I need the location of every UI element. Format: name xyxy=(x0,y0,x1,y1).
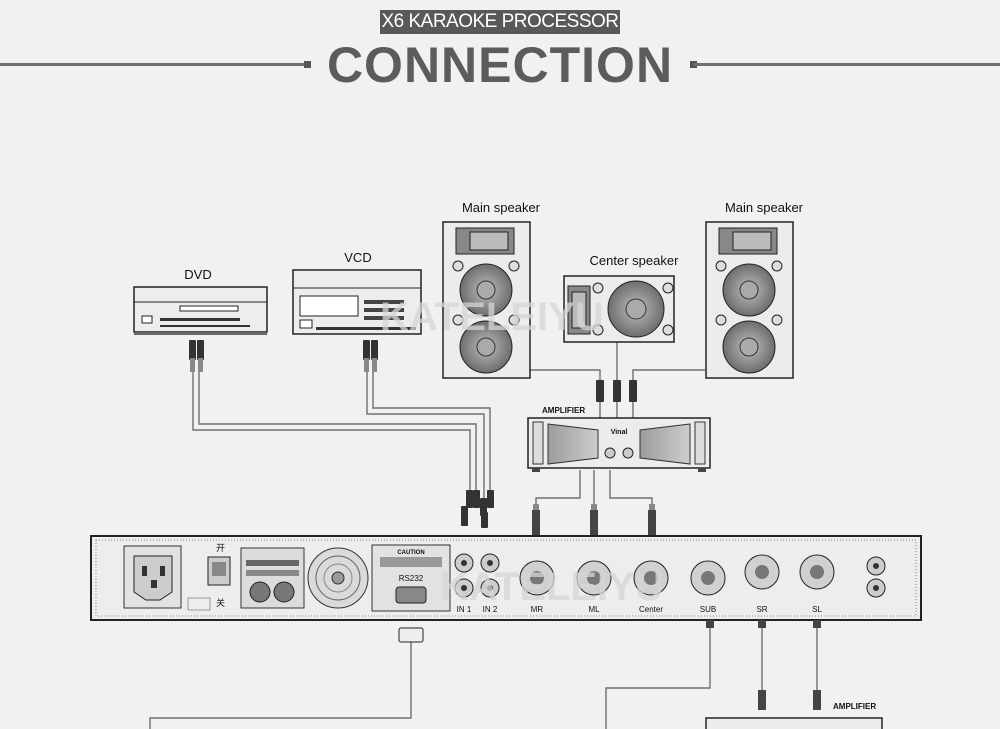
port-in1-label: IN 1 xyxy=(457,605,472,614)
port-mr: MR xyxy=(519,560,555,614)
title-rule-left xyxy=(0,63,306,66)
power-off-label: 关 xyxy=(216,597,225,608)
xlr-plugs-top xyxy=(532,504,656,536)
cable-vcd-1 xyxy=(366,372,485,498)
port-in2-label: IN 2 xyxy=(483,605,498,614)
vcd-player: VCD xyxy=(292,250,422,372)
vcd-label: VCD xyxy=(344,250,371,265)
cable-dvd-1 xyxy=(192,372,471,492)
title-rule-right-end xyxy=(690,61,697,68)
amplifier-bottom: AMPLIFIER xyxy=(705,702,883,729)
power-switch: 开 关 xyxy=(187,543,231,611)
watermark-top: KATELEIYU xyxy=(380,295,604,339)
port-sub: SUB xyxy=(690,560,726,614)
port-mr-label: MR xyxy=(531,605,544,614)
power-on-label: 开 xyxy=(216,543,225,553)
input-rca-plugs xyxy=(461,490,494,528)
port-ml: ML xyxy=(576,560,612,614)
amp-speaker-plugs xyxy=(596,380,637,402)
title-rule-left-end xyxy=(304,61,311,68)
amplifier-top-label: AMPLIFIER xyxy=(542,406,585,415)
vcd-rca-plugs xyxy=(363,340,378,372)
port-sl: SL xyxy=(799,554,835,614)
caution-label: CAUTION xyxy=(397,550,424,556)
port-ml-label: ML xyxy=(588,605,600,614)
rca-inputs: IN 1 IN 2 xyxy=(454,553,500,614)
port-center: Center xyxy=(633,560,669,614)
port-sr: SR xyxy=(744,554,780,614)
cable-left-speaker xyxy=(530,369,601,380)
cable-dvd-2 xyxy=(198,372,477,492)
main-speaker-left-label: Main speaker xyxy=(462,200,541,215)
caution-box: CAUTION RS232 xyxy=(371,544,451,612)
title-rule-right xyxy=(694,63,1000,66)
rs232-label: RS232 xyxy=(399,574,424,583)
port-sr-label: SR xyxy=(756,605,767,614)
amp-brand-label: Vinal xyxy=(611,429,628,436)
cooling-fan xyxy=(307,547,369,609)
dvd-label: DVD xyxy=(184,267,211,282)
rating-label xyxy=(240,547,305,609)
cable-sub xyxy=(605,620,711,729)
cable-center xyxy=(609,470,653,510)
cables xyxy=(149,342,818,729)
port-sub-label: SUB xyxy=(700,605,716,614)
main-speaker-right-label: Main speaker xyxy=(725,200,804,215)
cable-right-speaker xyxy=(632,369,705,380)
center-speaker-label: Center speaker xyxy=(590,253,680,268)
dvd-rca-plugs xyxy=(189,340,204,372)
amplifier-bottom-label: AMPLIFIER xyxy=(833,702,876,711)
rs232-plug xyxy=(398,627,424,643)
page-title: CONNECTION xyxy=(326,37,674,93)
output-plugs-bottom xyxy=(706,620,821,710)
dvd-player: DVD xyxy=(133,267,268,372)
processor-rear-panel: 开 关 CAUTION RS232 xyxy=(90,535,922,621)
port-sl-label: SL xyxy=(812,605,822,614)
main-speaker-right: Main speaker xyxy=(705,200,804,379)
cable-mr xyxy=(535,470,581,510)
power-inlet xyxy=(123,545,182,609)
center-speaker: Center speaker xyxy=(563,253,680,343)
watermark-bottom: KATELEIYU xyxy=(440,565,664,609)
port-aux-rca xyxy=(866,556,886,598)
watermarks: KATELEIYU KATELEIYU xyxy=(380,295,664,609)
main-speaker-left: Main speaker xyxy=(442,200,541,379)
cable-vcd-2 xyxy=(372,372,491,492)
port-center-label: Center xyxy=(639,605,663,614)
cable-rs232 xyxy=(149,642,412,729)
amplifier-top: AMPLIFIER Vinal xyxy=(527,406,711,472)
xlr-outputs: MR ML Center SUB SR SL xyxy=(519,554,886,614)
product-badge: X6 KARAOKE PROCESSOR xyxy=(380,10,620,34)
